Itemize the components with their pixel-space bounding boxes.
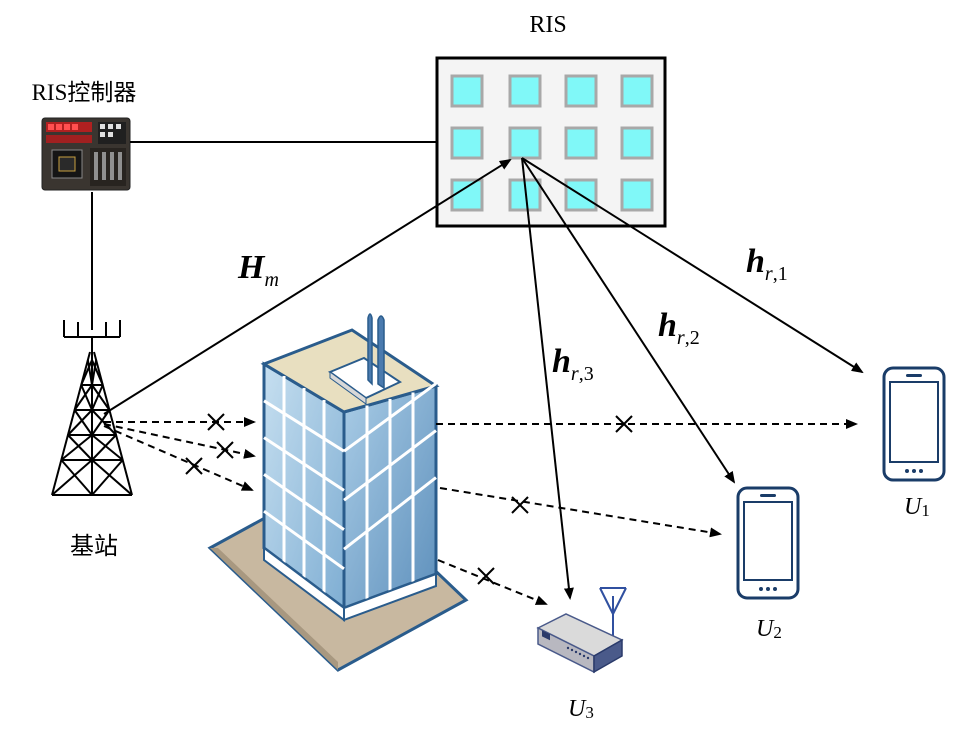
ris-element bbox=[564, 126, 598, 160]
cell-tower-icon bbox=[51, 320, 133, 496]
channel-H-label: Hm bbox=[237, 249, 279, 291]
user-u3-label: U3 bbox=[568, 696, 594, 722]
wifi-router-icon bbox=[536, 587, 627, 674]
ris-controller-label: RIS控制器 bbox=[32, 80, 137, 105]
cross-icon bbox=[185, 413, 633, 585]
ris-element bbox=[508, 74, 542, 108]
channel-h1-arrow bbox=[521, 157, 864, 374]
channel-h3-arrow bbox=[521, 157, 574, 600]
office-building-icon bbox=[207, 313, 469, 672]
ris-label: RIS bbox=[529, 12, 566, 38]
smartphone-icon bbox=[882, 366, 946, 482]
channel-h3-label: hr,3 bbox=[552, 343, 594, 385]
channel-H-arrow bbox=[103, 158, 512, 415]
base-station-label: 基站 bbox=[70, 533, 118, 560]
ris-element bbox=[450, 126, 484, 160]
ris-element bbox=[450, 74, 484, 108]
ris-element bbox=[620, 126, 654, 160]
ris-element bbox=[450, 178, 484, 212]
channel-h2-arrow bbox=[521, 157, 736, 484]
ris-element bbox=[564, 74, 598, 108]
ris-element bbox=[620, 74, 654, 108]
user-u2-label: U2 bbox=[756, 616, 782, 642]
ris-element bbox=[620, 178, 654, 212]
circuit-board-icon bbox=[41, 117, 131, 191]
ris-panel bbox=[435, 56, 667, 228]
ris-element-grid bbox=[450, 74, 654, 212]
smartphone-icon bbox=[736, 486, 800, 600]
channel-h1-label: hr,1 bbox=[746, 243, 788, 285]
blocked-paths bbox=[103, 417, 858, 605]
ris-element bbox=[508, 126, 542, 160]
user-u1-label: U1 bbox=[904, 494, 930, 520]
channel-h2-label: hr,2 bbox=[658, 307, 700, 349]
